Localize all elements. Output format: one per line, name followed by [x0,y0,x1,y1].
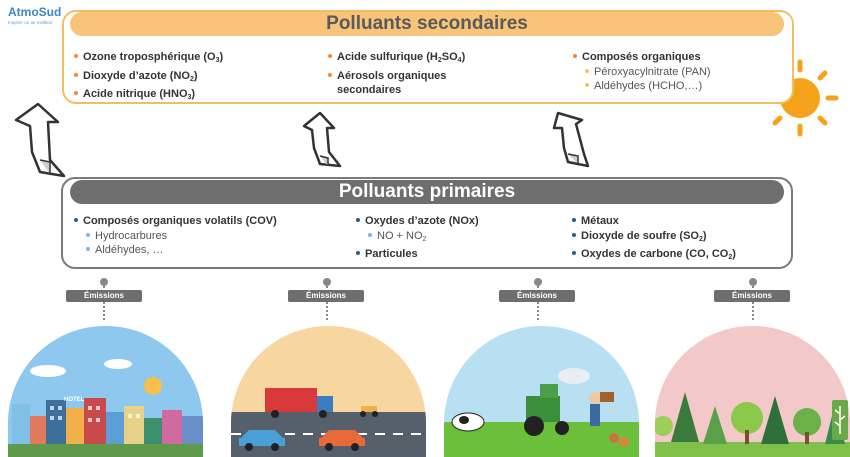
list-item: Oxydes de carbone (CO, CO2) [572,247,736,266]
city-illustration: HOTEL [8,359,203,457]
chemical-formula-text: Dioxyde d’azote (NO2) [83,69,198,83]
atmosud-logo: AtmoSud Inspirer un air meilleur [8,5,78,29]
list-item: Composés organiques [573,50,711,65]
list-subitem: Hydrocarbures [74,229,277,244]
emissions-label-2: Émissions [288,290,364,302]
chemical-formula-text: Oxydes de carbone (CO, CO2) [581,248,736,261]
emissions-label-4: Émissions [714,290,790,302]
primary-col-2: Oxydes d’azote (NOx) NO + NO2 Particules [356,214,479,262]
emission-connector-line [537,286,539,320]
road-traffic-scene [231,326,426,457]
forest-scene [655,326,850,457]
list-item: Ozone troposphérique (O3) [74,50,223,69]
list-item: Métaux [572,214,736,229]
list-item: Particules [356,247,479,262]
primary-col-1: Composés organiques volatils (COV) Hydro… [74,214,277,258]
agriculture-scene [444,326,639,457]
list-item: Aérosols organiques [328,69,465,84]
emissions-label-1: Émissions [66,290,142,302]
emission-connector-line [752,286,754,320]
leaf-icon [832,400,848,440]
chemical-formula-text: Acide nitrique (HNO3) [83,88,196,101]
hotel-sign: HOTEL [64,397,85,403]
chemical-formula-text: Dioxyde de soufre (SO2) [581,229,707,243]
primary-pollutants-title: Polluants primaires [70,180,784,204]
emission-connector-dot [100,278,108,286]
primary-col-3: Métaux Dioxyde de soufre (SO2) Oxydes de… [572,214,736,266]
secondary-col-2: Acide sulfurique (H2SO4) Aérosols organi… [328,50,465,98]
list-item: Acide nitrique (HNO3) [74,87,223,106]
emission-connector-dot [534,278,542,286]
farm-illustration [444,368,639,457]
emissions-label-3: Émissions [499,290,575,302]
middle-arrow-icon [302,111,342,168]
list-item: Dioxyde de soufre (SO2) [572,229,736,248]
list-item: Oxydes d’azote (NOx) [356,214,479,229]
traffic-illustration [231,388,426,457]
list-subitem: Aldéhydes, … [74,243,277,258]
emission-connector-line [326,286,328,320]
chemical-formula-text: NO + NO2 [377,229,427,243]
secondary-col-3: Composés organiques Péroxyacylnitrate (P… [573,50,711,94]
logo-tagline: Inspirer un air meilleur [8,20,53,25]
secondary-pollutants-title: Polluants secondaires [70,12,784,36]
list-item: Dioxyde d’azote (NO2) [74,69,223,88]
list-item: Composés organiques volatils (COV) [74,214,277,229]
emission-connector-dot [323,278,331,286]
emission-connector-line [103,286,105,320]
left-arrow-icon [14,102,66,178]
emission-connector-dot [749,278,757,286]
city-scene: HOTEL [8,326,203,457]
secondary-col-1: Ozone troposphérique (O3) Dioxyde d’azot… [74,50,223,106]
list-item-continuation: secondaires [337,84,402,96]
chemical-formula-text: Acide sulfurique (H2SO4) [337,51,466,64]
right-arrow-icon [552,111,590,168]
chemical-formula-text: Ozone troposphérique (O3) [83,51,224,64]
forest-illustration [655,392,850,457]
list-subitem: Péroxyacylnitrate (PAN) [573,65,711,80]
list-item: Acide sulfurique (H2SO4) [328,50,465,69]
list-subitem: Aldéhydes (HCHO,…) [573,79,711,94]
logo-name: AtmoSud [8,5,62,19]
list-subitem: NO + NO2 [356,229,479,248]
